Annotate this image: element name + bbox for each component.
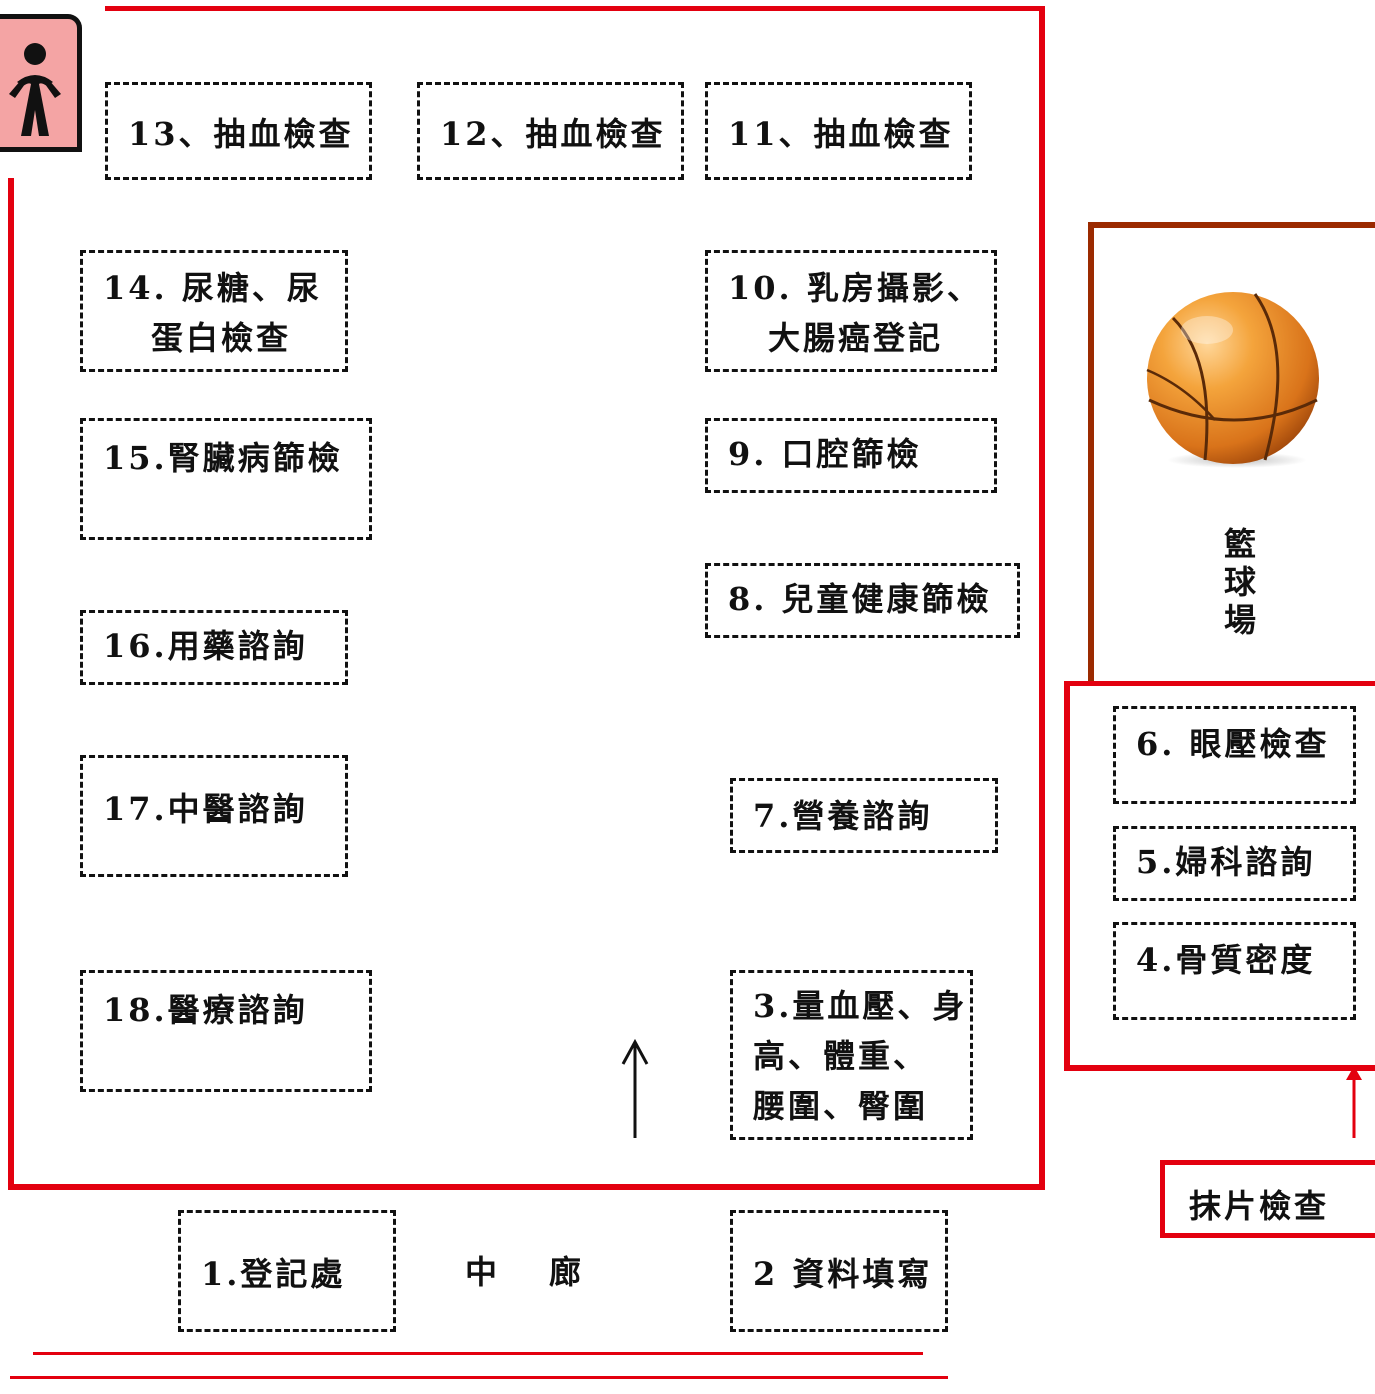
station-6-eye-pressure: 6. 眼壓檢查 bbox=[1113, 706, 1356, 804]
station-5-gynecology-consult: 5.婦科諮詢 bbox=[1113, 826, 1356, 901]
arrow-up-icon bbox=[621, 1038, 649, 1138]
station-9-oral-screening: 9. 口腔篩檢 bbox=[705, 418, 997, 493]
station-3-vital-measurements: 3.量血壓、身 高、體重、 腰圍、臀圍 bbox=[730, 970, 973, 1140]
station-1-registration: 1.登記處 bbox=[178, 1210, 396, 1332]
court-left-wall bbox=[1088, 222, 1094, 684]
basketball-icon bbox=[1146, 292, 1319, 468]
station-18-medical-consult: 18.醫療諮詢 bbox=[80, 970, 372, 1092]
corridor-label: 中 廊 bbox=[465, 1253, 592, 1291]
hall-right-wall bbox=[1039, 6, 1045, 1190]
station-4-bone-density: 4.骨質密度 bbox=[1113, 922, 1356, 1020]
restroom-icon bbox=[0, 14, 82, 152]
station-2-form-filling: 2 資料填寫 bbox=[730, 1210, 948, 1332]
person-figure bbox=[9, 43, 61, 136]
station-15-kidney-screening: 15.腎臟病篩檢 bbox=[80, 418, 372, 540]
station-14-urine-test: 14. 尿糖、尿 蛋白檢查 bbox=[80, 250, 348, 372]
corridor-line-2 bbox=[10, 1376, 948, 1379]
basketball-court-label: 籃 球 場 bbox=[1223, 525, 1256, 639]
station-8-child-screening: 8. 兒童健康篩檢 bbox=[705, 563, 1020, 638]
side-room-left-wall bbox=[1064, 681, 1070, 1071]
pap-smear-box: 抹片檢查 bbox=[1160, 1160, 1375, 1238]
station-13-blood-test: 13、抽血檢查 bbox=[105, 82, 372, 180]
side-room-bottom-wall bbox=[1064, 1065, 1375, 1071]
court-top-wall bbox=[1088, 222, 1375, 228]
station-11-blood-test: 11、抽血檢查 bbox=[705, 82, 972, 180]
hall-top-wall bbox=[105, 6, 1045, 11]
red-arrow-up-icon bbox=[1346, 1066, 1362, 1138]
station-12-blood-test: 12、抽血檢查 bbox=[417, 82, 684, 180]
hall-bottom-wall bbox=[8, 1184, 1045, 1190]
side-room-top-wall bbox=[1064, 681, 1375, 686]
station-16-medication-consult: 16.用藥諮詢 bbox=[80, 610, 348, 685]
hall-left-wall bbox=[8, 178, 14, 1190]
station-17-tcm-consult: 17.中醫諮詢 bbox=[80, 755, 348, 877]
station-7-nutrition-consult: 7.營養諮詢 bbox=[730, 778, 998, 853]
pap-smear-label: 抹片檢查 bbox=[1189, 1187, 1330, 1225]
corridor-line-1 bbox=[33, 1352, 923, 1355]
station-10-mammography: 10. 乳房攝影、 大腸癌登記 bbox=[705, 250, 997, 372]
